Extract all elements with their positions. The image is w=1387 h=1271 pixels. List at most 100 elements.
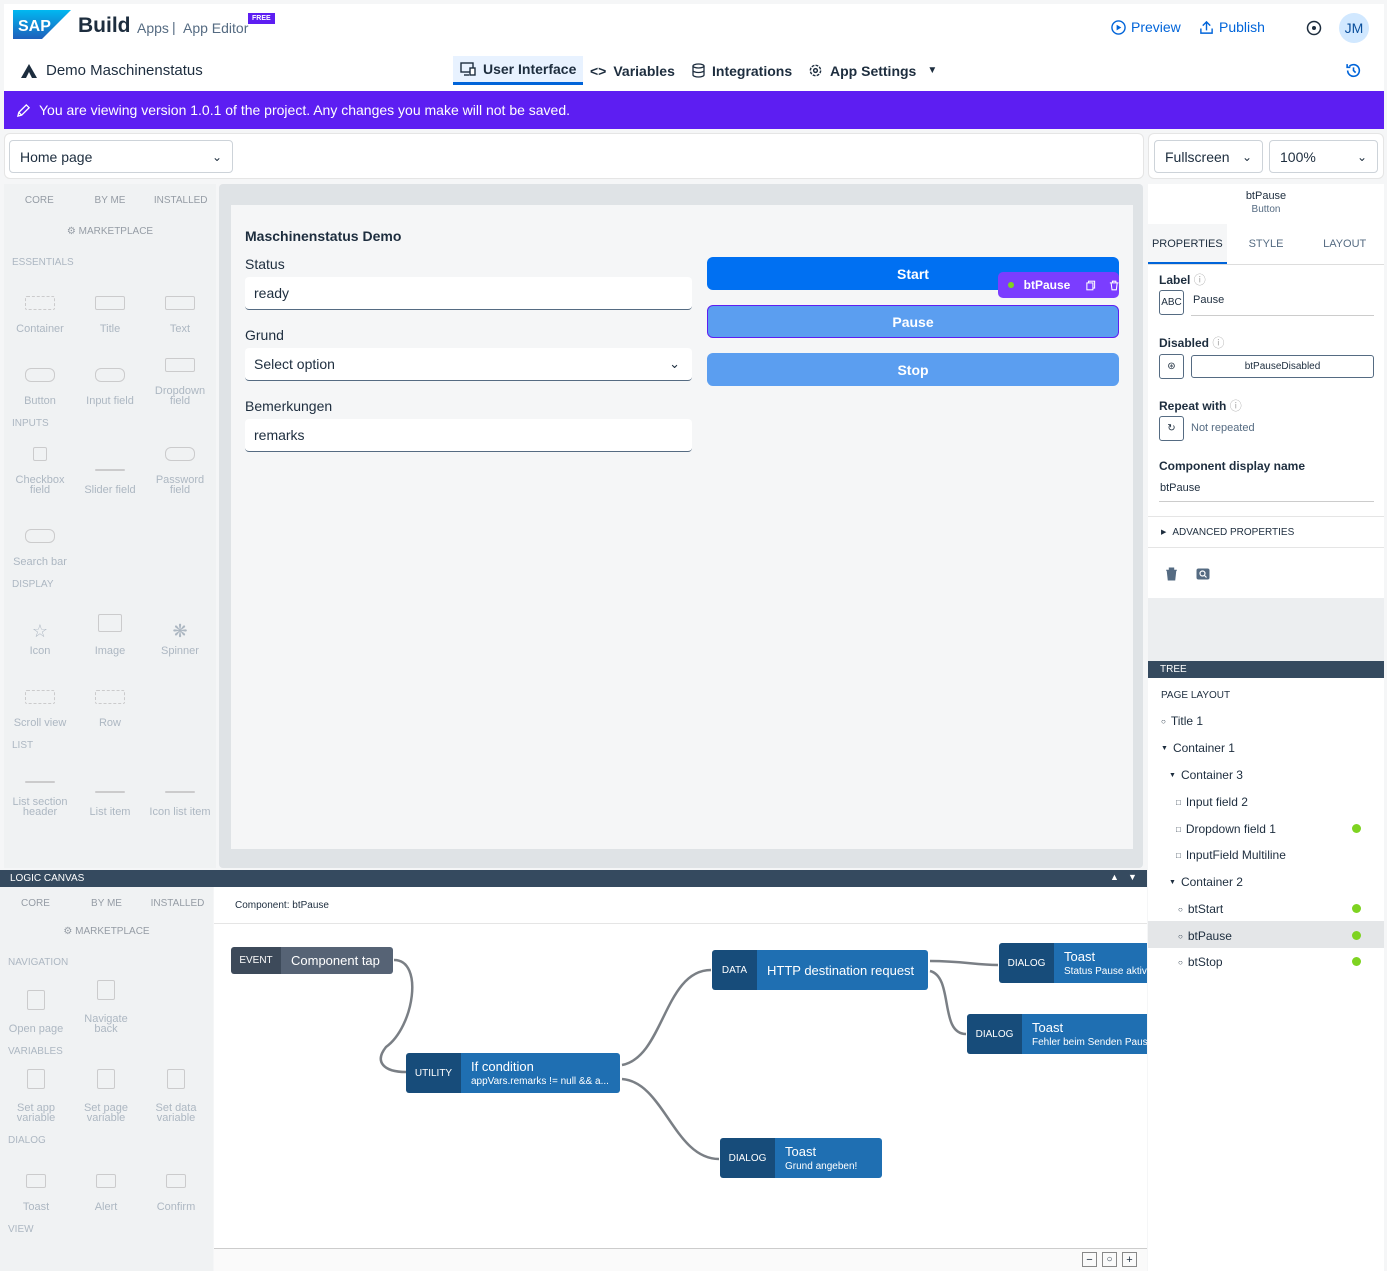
- palette-item-title[interactable]: Title: [76, 270, 144, 340]
- star-icon: ☆: [31, 621, 49, 641]
- logic-item-navigate-back[interactable]: Navigate back: [72, 970, 140, 1040]
- repeat-binding-icon[interactable]: ↻: [1159, 416, 1184, 441]
- logic-marketplace-link[interactable]: ⚙ MARKETPLACE: [63, 926, 150, 937]
- palette-item-list-item[interactable]: List item: [76, 753, 144, 823]
- delete-icon[interactable]: [1165, 567, 1178, 581]
- palette-item-slider-field[interactable]: Slider field: [76, 431, 144, 501]
- palette-item-icon[interactable]: ☆Icon: [6, 592, 74, 662]
- disabled-binding-value[interactable]: btPauseDisabled: [1191, 355, 1374, 378]
- tree-node[interactable]: ▼Container 1: [1161, 741, 1235, 755]
- tree-node[interactable]: ▼Container 2: [1169, 875, 1243, 889]
- feedback-icon[interactable]: [1305, 19, 1323, 37]
- page-title[interactable]: Maschinenstatus Demo: [245, 228, 402, 244]
- palette-item-row[interactable]: Row: [76, 664, 144, 734]
- flow-node-event[interactable]: EVENT Component tap: [231, 947, 393, 974]
- logic-palette-tabs: CORE BY ME INSTALLED: [0, 887, 213, 920]
- tree-node[interactable]: □InputField Multiline: [1176, 848, 1286, 862]
- tree-node[interactable]: ○btStart: [1178, 902, 1223, 916]
- zoom-select[interactable]: 100% ⌄: [1269, 140, 1378, 173]
- tab-variables[interactable]: <> Variables: [583, 56, 682, 85]
- collapse-icon[interactable]: ▼: [1128, 872, 1137, 882]
- advanced-properties-toggle[interactable]: ▶ ADVANCED PROPERTIES: [1148, 516, 1384, 548]
- display-name-input[interactable]: btPause: [1159, 482, 1374, 502]
- app-editor-link[interactable]: App Editor: [183, 20, 249, 36]
- palette-item-dropdown-field[interactable]: Dropdown field: [146, 342, 214, 412]
- tree-node-selected[interactable]: ○btPause: [1178, 929, 1232, 943]
- zoom-in-button[interactable]: +: [1122, 1252, 1137, 1267]
- inspect-icon[interactable]: [1196, 568, 1210, 580]
- palette-tab-installed[interactable]: INSTALLED: [153, 195, 208, 206]
- logic-item-confirm[interactable]: Confirm: [142, 1148, 210, 1218]
- palette-item-text[interactable]: Text: [146, 270, 214, 340]
- pause-button[interactable]: Pause: [707, 305, 1119, 338]
- zoom-out-button[interactable]: −: [1082, 1252, 1097, 1267]
- tab-style[interactable]: STYLE: [1248, 238, 1284, 250]
- logic-tab-installed[interactable]: INSTALLED: [150, 898, 205, 909]
- grund-dropdown[interactable]: Select option ⌄: [245, 348, 692, 381]
- palette-item-button[interactable]: Button: [6, 342, 74, 412]
- flow-node-body: Component tap: [281, 947, 393, 974]
- user-avatar[interactable]: JM: [1339, 13, 1369, 43]
- expand-icon[interactable]: ▲: [1110, 872, 1119, 882]
- trash-icon[interactable]: [1109, 280, 1119, 291]
- copy-icon[interactable]: [1086, 280, 1096, 291]
- tree-node[interactable]: ○btStop: [1178, 955, 1223, 969]
- flow-node-http-request[interactable]: DATA HTTP destination request: [712, 950, 928, 990]
- tab-integrations[interactable]: Integrations: [685, 56, 799, 85]
- tree-node[interactable]: ○Title 1: [1161, 714, 1203, 728]
- palette-item-search-bar[interactable]: Search bar: [6, 503, 74, 573]
- text-binding-icon[interactable]: ABC: [1159, 290, 1184, 315]
- palette-item-icon-list-item[interactable]: Icon list item: [146, 753, 214, 823]
- search-icon: [25, 529, 55, 543]
- logic-item-set-page-variable[interactable]: Set page variable: [72, 1059, 140, 1129]
- tree-node[interactable]: ▼Container 3: [1169, 768, 1243, 782]
- flow-node-title: If condition: [471, 1059, 534, 1074]
- palette-item-spinner[interactable]: ❋Spinner: [146, 592, 214, 662]
- logic-item-set-app-variable[interactable]: Set app variable: [2, 1059, 70, 1129]
- logic-item-toast[interactable]: Toast: [2, 1148, 70, 1218]
- formula-binding-icon[interactable]: ⊛: [1159, 354, 1184, 379]
- history-icon[interactable]: [1345, 62, 1362, 79]
- label-input[interactable]: Pause: [1191, 294, 1374, 316]
- palette-tab-core[interactable]: CORE: [24, 195, 54, 206]
- palette-tab-by-me[interactable]: BY ME: [94, 195, 126, 206]
- logic-item-alert[interactable]: Alert: [72, 1148, 140, 1218]
- palette-item-image[interactable]: Image: [76, 592, 144, 662]
- tab-layout[interactable]: LAYOUT: [1323, 238, 1367, 250]
- palette-item-scroll-view[interactable]: Scroll view: [6, 664, 74, 734]
- sap-logo[interactable]: SAP: [13, 10, 71, 39]
- zoom-reset-button[interactable]: ○: [1102, 1252, 1117, 1267]
- marketplace-link[interactable]: ⚙ MARKETPLACE: [66, 226, 154, 237]
- tree-node[interactable]: □Input field 2: [1176, 795, 1248, 809]
- palette-item-list-section-header[interactable]: List section header: [6, 753, 74, 823]
- logic-tab-core[interactable]: CORE: [21, 898, 50, 909]
- view-select[interactable]: Fullscreen ⌄: [1154, 140, 1263, 173]
- palette-item-input-field[interactable]: Input field: [76, 342, 144, 412]
- palette-item-checkbox-field[interactable]: Checkbox field: [6, 431, 74, 501]
- palette-item-container[interactable]: Container: [6, 270, 74, 340]
- label-property-text: Label: [1159, 273, 1191, 287]
- tab-user-interface[interactable]: User Interface: [453, 56, 584, 85]
- edit-icon: [16, 103, 31, 117]
- stop-button[interactable]: Stop: [707, 353, 1119, 386]
- properties-panel: btPause Button PROPERTIES STYLE LAYOUT L…: [1148, 184, 1384, 598]
- palette-item-password-field[interactable]: Password field: [146, 431, 214, 501]
- tab-app-settings[interactable]: App Settings ▼: [801, 56, 944, 85]
- logic-item-open-page[interactable]: Open page: [2, 970, 70, 1040]
- tab-properties[interactable]: PROPERTIES: [1148, 224, 1227, 264]
- tree-node[interactable]: □Dropdown field 1: [1176, 822, 1276, 836]
- logic-tab-by-me[interactable]: BY ME: [91, 898, 122, 909]
- preview-label: Preview: [1131, 19, 1181, 35]
- apps-link[interactable]: Apps: [137, 20, 169, 36]
- page-select[interactable]: Home page ⌄: [9, 140, 233, 173]
- status-input[interactable]: ready: [245, 277, 692, 310]
- publish-button[interactable]: Publish: [1199, 19, 1265, 35]
- preview-button[interactable]: Preview: [1111, 19, 1181, 35]
- logic-item-set-data-variable[interactable]: Set data variable: [142, 1059, 210, 1129]
- bemerkungen-input[interactable]: remarks: [245, 419, 692, 452]
- caret-right-icon: ▶: [1161, 529, 1167, 536]
